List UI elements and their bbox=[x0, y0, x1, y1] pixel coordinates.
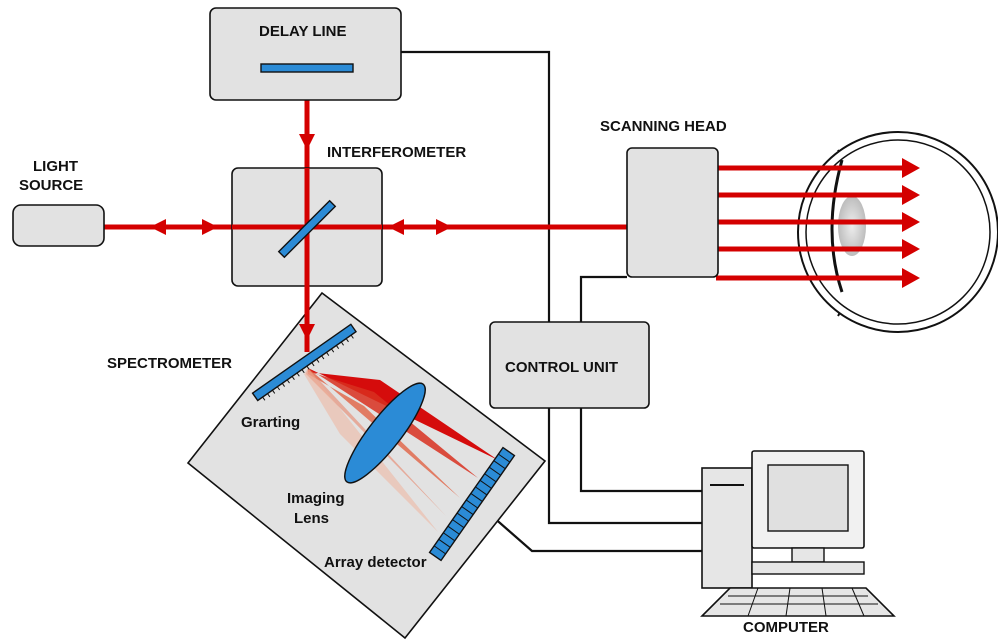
interferometer-label: INTERFEROMETER bbox=[327, 144, 466, 161]
scanning-head-label: SCANNING HEAD bbox=[600, 118, 727, 135]
arrow-down-spec bbox=[299, 324, 315, 340]
scan-arrowhead-5 bbox=[902, 268, 920, 288]
spectrometer-label: SPECTROMETER bbox=[107, 355, 232, 372]
wire-scanninghead-to-controlunit bbox=[579, 275, 627, 322]
main-beam-arrows bbox=[150, 219, 452, 235]
light-source-label-line2: SOURCE bbox=[19, 177, 83, 194]
monitor-screen-icon bbox=[767, 464, 849, 532]
computer-tower-icon bbox=[701, 467, 753, 589]
grating-icon bbox=[251, 323, 357, 402]
wire-delayline-to-computer bbox=[401, 50, 702, 525]
scanning-head-box bbox=[626, 147, 719, 278]
arrow-down-ref bbox=[299, 134, 315, 150]
control-unit-box bbox=[489, 321, 650, 409]
beam-splitter-icon bbox=[277, 199, 337, 259]
eyeball-inner-ring bbox=[805, 139, 991, 325]
delay-line-box bbox=[209, 7, 402, 101]
light-source-label-line1: LIGHT bbox=[33, 158, 78, 175]
arrow-right-2 bbox=[436, 219, 452, 235]
array-detector-label: Array detector bbox=[324, 554, 427, 571]
arrow-left-2 bbox=[388, 219, 404, 235]
light-source-box bbox=[12, 204, 105, 247]
imaging-lens-label-line2: Lens bbox=[294, 510, 329, 527]
scan-arrowhead-3 bbox=[902, 212, 920, 232]
delay-mirror-icon bbox=[260, 63, 354, 73]
computer-icon bbox=[700, 450, 896, 617]
eye bbox=[797, 131, 998, 333]
arrow-right-1 bbox=[202, 219, 218, 235]
keyboard-icon bbox=[700, 587, 896, 617]
delay-line-label: DELAY LINE bbox=[259, 23, 347, 40]
imaging-lens-icon bbox=[344, 382, 426, 484]
scan-arrowhead-2 bbox=[902, 185, 920, 205]
wire-detector-to-computer bbox=[475, 501, 702, 553]
scan-arrowhead-1 bbox=[902, 158, 920, 178]
scan-beams bbox=[716, 158, 920, 288]
eyeball-icon bbox=[797, 131, 998, 333]
array-detector-icon bbox=[428, 446, 516, 562]
arrow-left-1 bbox=[150, 219, 166, 235]
scan-arrowhead-4 bbox=[902, 239, 920, 259]
eye-lens-icon bbox=[838, 196, 866, 256]
imaging-lens-label-line1: Imaging bbox=[287, 490, 345, 507]
wire-controlunit-to-computer bbox=[579, 408, 702, 493]
computer-label: COMPUTER bbox=[743, 619, 829, 636]
grating-label: Grarting bbox=[241, 414, 300, 431]
control-unit-label: CONTROL UNIT bbox=[505, 359, 618, 376]
